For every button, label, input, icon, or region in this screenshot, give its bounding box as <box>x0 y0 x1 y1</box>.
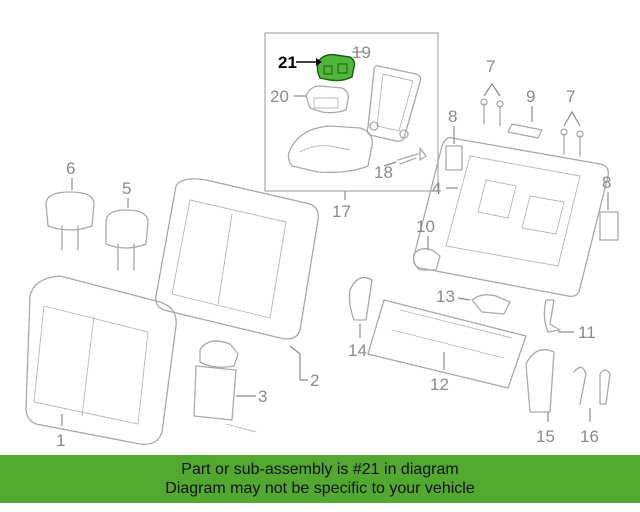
part-3-panel[interactable] <box>193 340 257 433</box>
callout-13[interactable]: 13 <box>436 287 455 306</box>
part-4-seatback-frame[interactable] <box>412 137 609 297</box>
part-13[interactable] <box>471 294 511 315</box>
callout-9[interactable]: 9 <box>526 87 535 106</box>
callout-14[interactable]: 14 <box>348 341 367 360</box>
part-9[interactable] <box>507 123 543 139</box>
part-17-tray[interactable] <box>287 125 373 174</box>
callout-18[interactable]: 18 <box>374 163 393 182</box>
leader-18 <box>383 161 397 167</box>
leader-7a <box>483 82 501 97</box>
leader-7b <box>563 110 581 127</box>
callout-16[interactable]: 16 <box>580 427 599 446</box>
part-12-cushion-frame[interactable] <box>367 299 527 389</box>
callout-10[interactable]: 10 <box>416 217 435 236</box>
part-18[interactable] <box>397 147 427 165</box>
part-8b[interactable] <box>599 211 619 241</box>
callout-6[interactable]: 6 <box>66 159 75 178</box>
part-8a[interactable] <box>445 145 463 171</box>
part-1-seat-cushion[interactable] <box>25 275 177 445</box>
callout-4[interactable]: 4 <box>432 179 441 198</box>
callout-2[interactable]: 2 <box>310 371 319 390</box>
callout-3[interactable]: 3 <box>258 387 267 406</box>
part-11[interactable] <box>543 299 561 333</box>
info-banner: Part or sub-assembly is #21 in diagram D… <box>0 455 640 503</box>
part-2-seatback-cover[interactable] <box>155 178 319 340</box>
callout-5[interactable]: 5 <box>122 179 131 198</box>
callout-15[interactable]: 15 <box>536 427 555 446</box>
callout-8a[interactable]: 8 <box>448 107 457 126</box>
leader-2 <box>289 345 308 381</box>
callout-11[interactable]: 11 <box>578 323 596 342</box>
callout-8b[interactable]: 8 <box>602 173 611 192</box>
callout-12[interactable]: 12 <box>430 375 449 394</box>
banner-line-2: Diagram may not be specific to your vehi… <box>165 480 475 497</box>
part-5-headrest[interactable] <box>105 209 149 271</box>
part-6-headrest[interactable] <box>45 191 95 251</box>
part-19[interactable] <box>366 65 422 142</box>
part-14[interactable] <box>348 276 373 321</box>
callout-7a[interactable]: 7 <box>486 57 495 76</box>
callout-17[interactable]: 17 <box>332 202 351 221</box>
part-7a-bolts[interactable] <box>480 98 504 127</box>
callout-1[interactable]: 1 <box>56 431 65 450</box>
arrow-21 <box>316 58 322 66</box>
banner-line-1: Part or sub-assembly is #21 in diagram <box>181 461 459 478</box>
part-15[interactable] <box>525 349 555 413</box>
leader-13 <box>457 297 471 301</box>
callout-7b[interactable]: 7 <box>566 87 575 106</box>
callout-20[interactable]: 20 <box>270 87 289 106</box>
callout-21[interactable]: 21 <box>278 53 297 72</box>
part-10[interactable] <box>412 248 441 271</box>
parts-diagram: 21 19 20 17 18 4 7 <box>25 32 619 450</box>
part-20[interactable] <box>305 85 350 114</box>
part-7b-bolts[interactable] <box>560 128 584 157</box>
part-21-highlighted[interactable] <box>316 53 356 82</box>
callout-19[interactable]: 19 <box>352 43 371 62</box>
inset-box <box>264 32 439 192</box>
part-16[interactable] <box>573 366 611 405</box>
